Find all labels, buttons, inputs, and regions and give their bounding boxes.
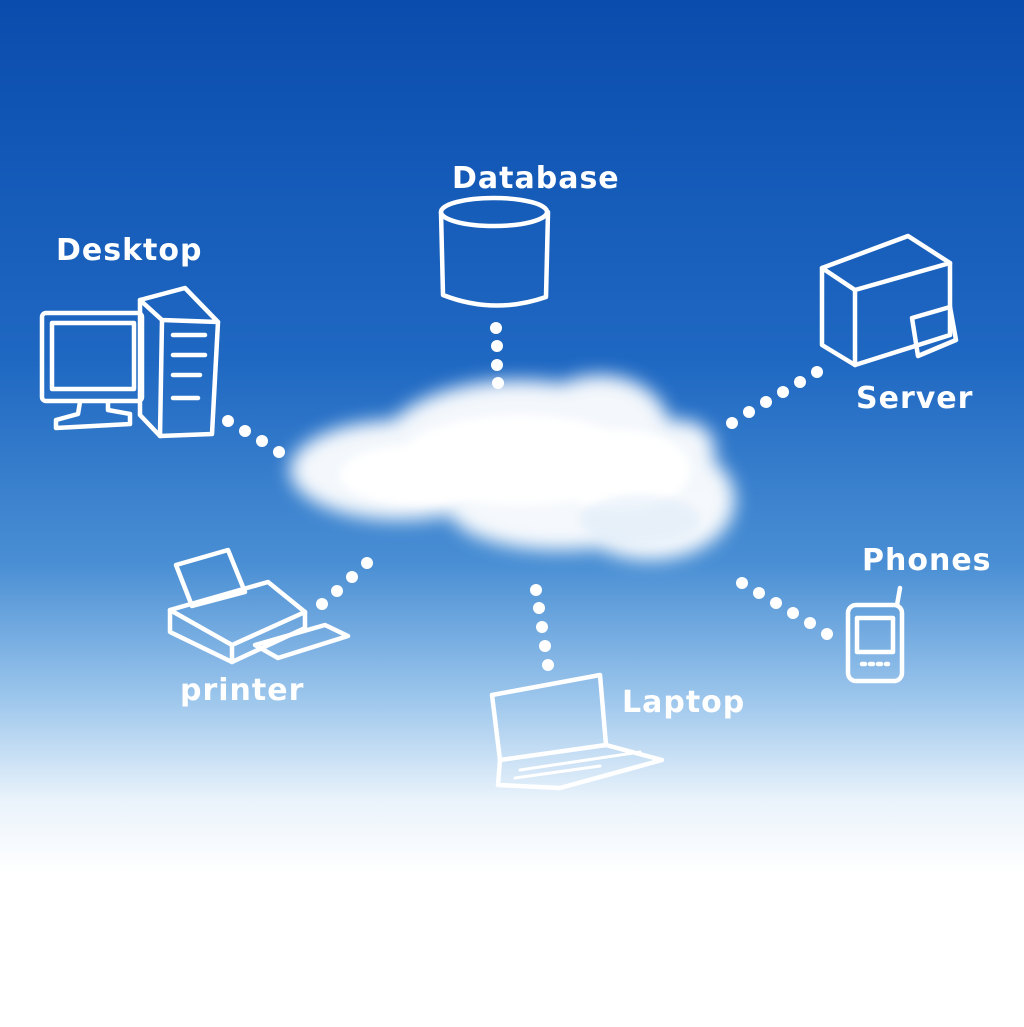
database-icon — [438, 195, 551, 308]
cloud-icon — [290, 375, 735, 560]
phones-label: Phones — [862, 543, 992, 578]
connector-desktop — [222, 415, 285, 458]
connector-printer — [316, 557, 373, 610]
printer-label: printer — [180, 673, 304, 708]
mobile-phone-icon — [845, 585, 905, 684]
connector-server — [726, 366, 823, 429]
desktop-computer-icon — [39, 285, 221, 439]
connector-laptop — [530, 584, 554, 671]
printer-icon — [167, 547, 351, 665]
server-label: Server — [856, 381, 973, 416]
connector-phones — [736, 577, 833, 640]
laptop-icon — [489, 672, 665, 791]
database-label: Database — [452, 161, 620, 196]
laptop-label: Laptop — [622, 685, 745, 720]
connector-database — [490, 322, 504, 389]
server-icon — [819, 233, 959, 368]
desktop-label: Desktop — [56, 233, 202, 268]
